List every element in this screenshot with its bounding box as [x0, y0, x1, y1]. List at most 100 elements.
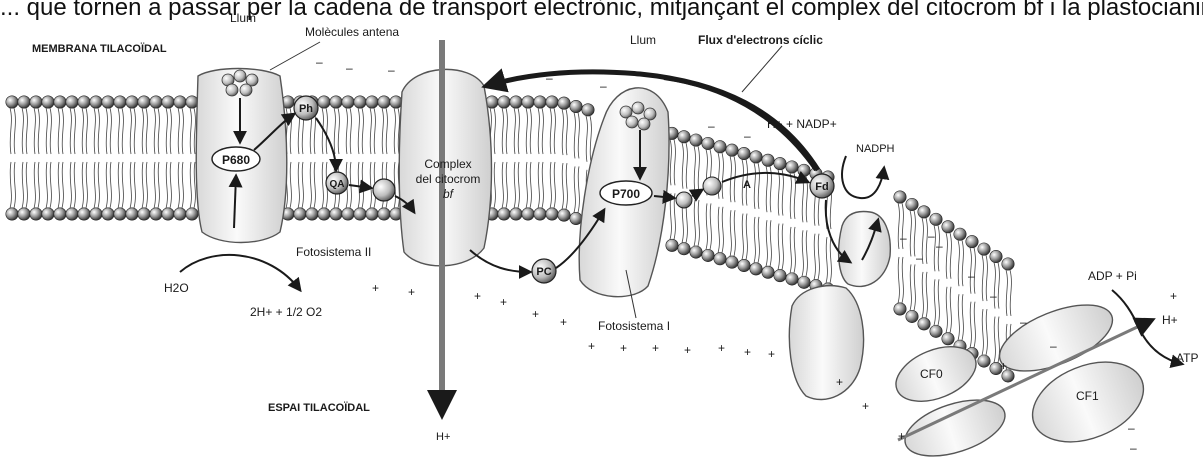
- lipid-head: [174, 208, 186, 220]
- minus-sign: –: [600, 79, 607, 93]
- cyclic-flow-label: Flux d'electrons cíclic: [698, 33, 823, 47]
- lipid-head: [774, 269, 786, 281]
- minus-sign: –: [900, 231, 907, 245]
- minus-sign: –: [1050, 339, 1057, 353]
- lipid-tail: [766, 166, 771, 266]
- lipid-head: [354, 208, 366, 220]
- lipid-head: [342, 208, 354, 220]
- lipid-head: [798, 276, 810, 288]
- lipid-tail: [970, 248, 975, 348]
- lipid-head: [978, 243, 990, 255]
- lipid-tail: [982, 255, 987, 355]
- lipid-head: [738, 259, 750, 271]
- lipid-head: [90, 208, 102, 220]
- lipid-head: [318, 208, 330, 220]
- lipid-head: [690, 134, 702, 146]
- lipid-head: [522, 96, 534, 108]
- lipid-head: [66, 96, 78, 108]
- lipid-head: [558, 97, 570, 109]
- plus-sign: +: [588, 339, 595, 353]
- acceptor-a1-carrier: [703, 177, 721, 195]
- lipid-head: [102, 208, 114, 220]
- lipid-tail: [562, 109, 567, 209]
- light-label-psi: Llum: [630, 33, 656, 47]
- lipid-head: [930, 325, 942, 337]
- minus-sign: –: [936, 239, 943, 253]
- lipid-tail: [46, 108, 51, 208]
- lipid-head: [546, 208, 558, 220]
- plus-sign: +: [862, 399, 869, 413]
- lipid-head: [762, 266, 774, 278]
- lipid-head: [30, 208, 42, 220]
- lipid-tail: [790, 173, 795, 273]
- plus-sign: +: [684, 343, 691, 357]
- lipid-tail: [706, 149, 711, 249]
- nadp-label: H+ + NADP+: [767, 117, 837, 131]
- lipid-head: [498, 96, 510, 108]
- minus-sign: –: [1130, 441, 1137, 455]
- lipid-head: [714, 141, 726, 153]
- lipid-head: [90, 96, 102, 108]
- lipid-head: [570, 212, 582, 224]
- minus-sign: –: [1020, 315, 1027, 329]
- lipid-head: [162, 96, 174, 108]
- lipid-head: [18, 208, 30, 220]
- light-label-psii: Llum: [230, 11, 256, 25]
- lipid-head: [162, 208, 174, 220]
- lipid-tail: [82, 108, 87, 208]
- lipid-tail: [106, 108, 111, 208]
- plus-sign: +: [532, 307, 539, 321]
- minus-sign: –: [1128, 421, 1135, 435]
- cf0-label: CF0: [920, 367, 943, 381]
- lipid-head: [330, 96, 342, 108]
- antenna-pointer: [270, 42, 320, 70]
- lipid-head: [738, 147, 750, 159]
- lipid-head: [918, 206, 930, 218]
- qa-label: QA: [330, 179, 345, 190]
- minus-sign: –: [316, 55, 323, 69]
- pc-label: PC: [536, 266, 551, 278]
- lipid-tail: [130, 108, 135, 208]
- lipid-head: [954, 228, 966, 240]
- plus-sign: +: [408, 285, 415, 299]
- lipid-head: [18, 96, 30, 108]
- minus-sign: –: [968, 269, 975, 283]
- lipid-tail: [574, 112, 579, 212]
- lipid-head: [966, 235, 978, 247]
- lipid-tail: [994, 263, 999, 363]
- lumen-label: ESPAI TILACOÏDAL: [268, 401, 370, 414]
- plus-sign: +: [1170, 289, 1177, 303]
- lipid-head: [54, 96, 66, 108]
- lipid-head: [582, 104, 594, 116]
- lipid-head: [390, 96, 402, 108]
- lipid-tail: [178, 108, 183, 208]
- lipid-head: [558, 209, 570, 221]
- nadph-label: NADPH: [856, 143, 895, 155]
- lipid-head: [78, 208, 90, 220]
- lipid-head: [726, 256, 738, 268]
- lipid-head: [6, 96, 18, 108]
- lipid-head: [906, 310, 918, 322]
- lipid-head: [750, 151, 762, 163]
- lipid-tail: [754, 163, 759, 263]
- lipid-head: [30, 96, 42, 108]
- lipid-head: [678, 131, 690, 143]
- lipid-head: [774, 157, 786, 169]
- lipid-head: [378, 96, 390, 108]
- lipid-head: [306, 208, 318, 220]
- cyclic-flow-pointer: [742, 46, 782, 92]
- water-label: H2O: [164, 281, 189, 295]
- acceptor-a0-carrier: [676, 192, 692, 208]
- plus-sign: +: [718, 341, 725, 355]
- lipid-tail: [70, 108, 75, 208]
- lipid-head: [114, 96, 126, 108]
- lipid-head: [762, 154, 774, 166]
- lipid-tail: [694, 146, 699, 246]
- cytochrome-label-line1: Complex: [424, 157, 471, 171]
- lipid-head: [366, 208, 378, 220]
- plus-sign: +: [372, 281, 379, 295]
- lipid-tail: [526, 108, 531, 208]
- lipid-tail: [346, 108, 351, 208]
